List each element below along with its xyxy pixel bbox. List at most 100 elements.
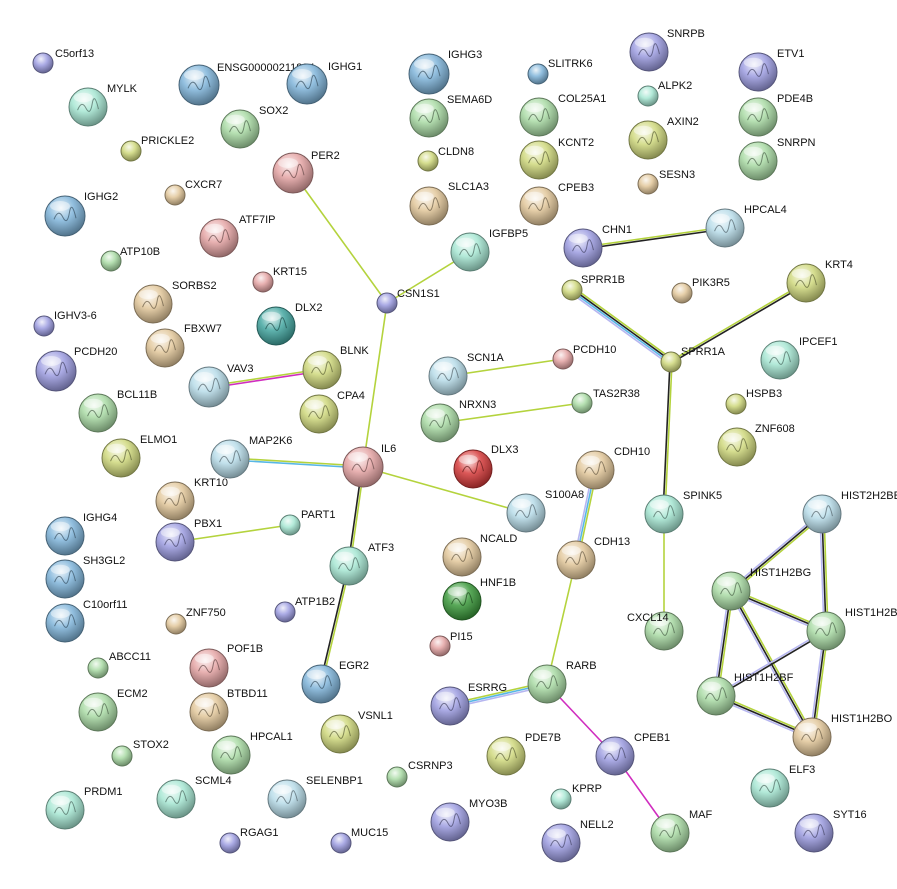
node-sphere[interactable] (33, 315, 55, 337)
protein-node-atf3[interactable]: ATF3 (329, 542, 394, 586)
node-sphere[interactable] (527, 63, 549, 85)
node-sphere[interactable] (32, 52, 54, 74)
protein-node-scml4[interactable]: SCML4 (156, 775, 232, 819)
protein-node-slc1a3[interactable]: SLC1A3 (409, 181, 489, 226)
protein-node-pde7b[interactable]: PDE7B (486, 732, 561, 776)
node-sphere[interactable] (550, 788, 572, 810)
protein-node-znf750[interactable]: ZNF750 (165, 607, 226, 635)
node-sphere[interactable] (45, 516, 85, 556)
protein-node-dlx3[interactable]: DLX3 (453, 444, 519, 489)
node-sphere[interactable] (376, 292, 398, 314)
node-sphere[interactable] (430, 686, 470, 726)
node-sphere[interactable] (629, 32, 669, 72)
node-sphere[interactable] (450, 232, 490, 272)
protein-node-alpk2[interactable]: ALPK2 (637, 80, 692, 107)
protein-node-bcl11b[interactable]: BCL11B (78, 389, 157, 433)
node-sphere[interactable] (637, 173, 659, 195)
node-sphere[interactable] (442, 581, 482, 621)
protein-node-tas2r38[interactable]: TAS2R38 (571, 388, 640, 414)
protein-node-nrxn3[interactable]: NRXN3 (420, 399, 496, 443)
node-sphere[interactable] (519, 97, 559, 137)
node-sphere[interactable] (45, 559, 85, 599)
protein-node-scn1a[interactable]: SCN1A (428, 352, 504, 396)
node-sphere[interactable] (256, 306, 296, 346)
node-sphere[interactable] (409, 98, 449, 138)
node-sphere[interactable] (45, 603, 85, 643)
node-sphere[interactable] (786, 263, 826, 303)
node-sphere[interactable] (738, 97, 778, 137)
protein-node-pbx1[interactable]: PBX1 (155, 518, 222, 562)
node-sphere[interactable] (44, 195, 86, 237)
node-sphere[interactable] (302, 350, 342, 390)
node-sphere[interactable] (417, 150, 439, 172)
node-sphere[interactable] (35, 350, 77, 392)
node-sphere[interactable] (408, 53, 450, 95)
protein-node-ncald[interactable]: NCALD (442, 533, 517, 577)
protein-node-fbxw7[interactable]: FBXW7 (145, 323, 222, 368)
protein-node-atp10b[interactable]: ATP10B (100, 246, 160, 272)
protein-node-hist1h2bo[interactable]: HIST1H2BO (792, 713, 893, 757)
protein-node-egr2[interactable]: EGR2 (301, 660, 369, 704)
node-sphere[interactable] (802, 494, 842, 534)
node-sphere[interactable] (563, 228, 603, 268)
protein-node-hist1h2bg[interactable]: HIST1H2BG (711, 567, 811, 611)
protein-node-c5orf13[interactable]: C5orf13 (32, 48, 94, 74)
node-sphere[interactable] (211, 735, 251, 775)
protein-node-vav3[interactable]: VAV3 (188, 363, 254, 408)
protein-node-igfbp5[interactable]: IGFBP5 (450, 228, 528, 272)
protein-node-sema6d[interactable]: SEMA6D (409, 94, 492, 138)
protein-node-prdm1[interactable]: PRDM1 (45, 786, 123, 830)
protein-node-il6[interactable]: IL6 (342, 443, 396, 488)
protein-node-muc15[interactable]: MUC15 (330, 827, 388, 854)
node-sphere[interactable] (78, 692, 118, 732)
protein-node-sox2[interactable]: SOX2 (220, 105, 288, 149)
protein-node-sh3gl2[interactable]: SH3GL2 (45, 555, 125, 599)
protein-node-cxcl14[interactable]: CXCL14 (627, 611, 684, 651)
node-sphere[interactable] (750, 768, 790, 808)
protein-node-syt16[interactable]: SYT16 (794, 809, 867, 853)
node-sphere[interactable] (760, 340, 800, 380)
node-sphere[interactable] (711, 571, 751, 611)
protein-node-blnk[interactable]: BLNK (302, 345, 369, 390)
node-sphere[interactable] (486, 736, 526, 776)
protein-node-znf608[interactable]: ZNF608 (717, 423, 795, 467)
protein-node-hpcal4[interactable]: HPCAL4 (705, 204, 787, 248)
protein-node-stox2[interactable]: STOX2 (111, 739, 169, 767)
protein-node-rgag1[interactable]: RGAG1 (219, 827, 279, 854)
protein-node-sesn3[interactable]: SESN3 (637, 169, 695, 195)
node-sphere[interactable] (145, 328, 185, 368)
node-sphere[interactable] (738, 141, 778, 181)
protein-node-krt15[interactable]: KRT15 (252, 266, 307, 293)
node-sphere[interactable] (644, 611, 684, 651)
node-sphere[interactable] (628, 120, 668, 160)
node-sphere[interactable] (671, 282, 693, 304)
node-sphere[interactable] (806, 611, 846, 651)
protein-node-maf[interactable]: MAF (650, 809, 713, 853)
node-sphere[interactable] (575, 450, 615, 490)
node-sphere[interactable] (188, 366, 230, 408)
node-sphere[interactable] (199, 218, 239, 258)
protein-node-pik3r5[interactable]: PIK3R5 (671, 277, 730, 304)
protein-node-pcdh20[interactable]: PCDH20 (35, 346, 117, 392)
protein-node-rarb[interactable]: RARB (527, 660, 597, 704)
protein-node-cpeb3[interactable]: CPEB3 (519, 182, 594, 226)
protein-node-cxcr7[interactable]: CXCR7 (164, 179, 222, 206)
protein-node-elmo1[interactable]: ELMO1 (101, 434, 177, 478)
protein-node-hnf1b[interactable]: HNF1B (442, 577, 516, 621)
node-sphere[interactable] (329, 546, 369, 586)
protein-node-per2[interactable]: PER2 (272, 150, 340, 194)
node-sphere[interactable] (725, 393, 747, 415)
protein-node-selenbp1[interactable]: SELENBP1 (267, 775, 363, 819)
node-sphere[interactable] (155, 522, 195, 562)
protein-node-axin2[interactable]: AXIN2 (628, 116, 699, 160)
protein-node-c10orf11[interactable]: C10orf11 (45, 599, 127, 643)
protein-node-part1[interactable]: PART1 (279, 509, 335, 536)
protein-node-pof1b[interactable]: POF1B (189, 643, 263, 688)
protein-node-cpa4[interactable]: CPA4 (299, 390, 365, 434)
node-sphere[interactable] (156, 779, 196, 819)
protein-node-pde4b[interactable]: PDE4B (738, 93, 813, 137)
protein-node-ipcef1[interactable]: IPCEF1 (760, 336, 838, 380)
protein-node-ighg1[interactable]: IGHG1 (286, 61, 362, 105)
protein-node-myo3b[interactable]: MYO3B (430, 798, 508, 842)
protein-node-mylk[interactable]: MYLK (68, 83, 138, 127)
